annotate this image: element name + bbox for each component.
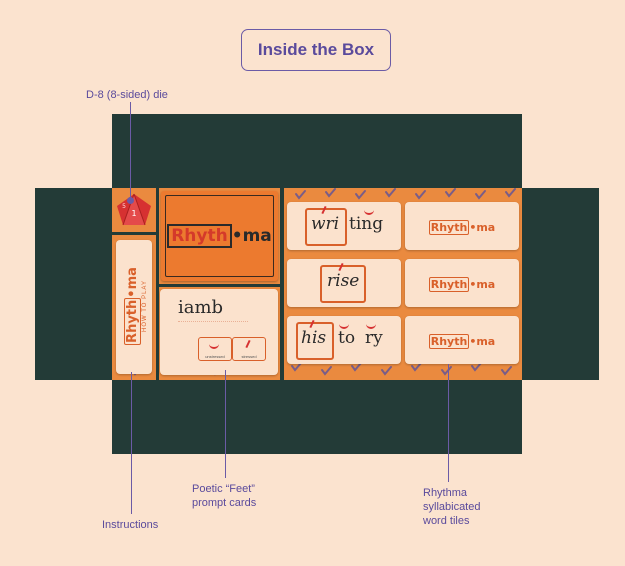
- box-flap-right: [522, 188, 599, 380]
- tiles-label-line2: syllabicated: [423, 501, 481, 513]
- syllable-ry: ry: [365, 328, 383, 348]
- tiles-label-line1: Rhythma: [423, 487, 468, 499]
- unstressed-box: unstressed: [198, 337, 232, 361]
- stressed-box: stressed: [232, 337, 266, 361]
- tiles-callout-line: [448, 364, 449, 482]
- die-label: D-8 (8-sided) die: [86, 89, 168, 101]
- word-tile-rise: rise: [287, 259, 401, 307]
- syllable-wri: wri: [311, 214, 340, 234]
- box-lid-top: [112, 114, 522, 188]
- feet-label-line2: prompt cards: [192, 497, 257, 509]
- die-number-2: 5: [122, 203, 126, 210]
- instructions-card: Rhyth•ma HOW TO PLAY: [116, 240, 152, 374]
- logo-boxed-text: Rhyth: [124, 297, 141, 345]
- stressed-label: stressed: [241, 354, 257, 359]
- tile-back-1: Rhyth•ma: [405, 202, 519, 250]
- d8-die: 1 5: [117, 193, 151, 226]
- syllable-ting: ting: [349, 214, 384, 234]
- tile-back-3: Rhyth•ma: [405, 316, 519, 364]
- tile-back-2: Rhyth•ma: [405, 259, 519, 307]
- feet-callout-line: [225, 370, 226, 478]
- box-lid-bottom: [112, 380, 522, 454]
- tiles-label-line3: word tiles: [423, 515, 470, 527]
- logo-card: Rhyth•ma: [161, 191, 278, 281]
- logo-card-rest: •ma: [231, 226, 272, 246]
- instructions-label: Instructions: [102, 519, 159, 531]
- word-tile-writing: wri ting: [287, 202, 401, 250]
- instructions-logo: Rhyth•ma HOW TO PLAY: [123, 246, 148, 366]
- syllable-his: his: [301, 328, 327, 348]
- instructions-callout-line: [131, 372, 132, 514]
- feet-label-line1: Poetic “Feet”: [192, 483, 255, 495]
- logo-rest-text: •ma: [125, 267, 140, 298]
- feet-word: iamb: [178, 297, 224, 318]
- unstressed-label: unstressed: [205, 354, 225, 359]
- syllable-rise: rise: [327, 271, 360, 291]
- feet-card: iamb unstressed stressed: [160, 289, 278, 375]
- logo-card-boxed: Rhyth: [167, 224, 232, 248]
- die-number: 1: [131, 209, 136, 218]
- word-tile-history: his to ry: [287, 316, 401, 364]
- box-flap-left: [35, 188, 112, 380]
- page-title: Inside the Box: [241, 29, 391, 71]
- die-callout-line: [130, 102, 131, 200]
- how-to-play-text: HOW TO PLAY: [142, 280, 148, 333]
- syllable-to: to: [338, 328, 356, 348]
